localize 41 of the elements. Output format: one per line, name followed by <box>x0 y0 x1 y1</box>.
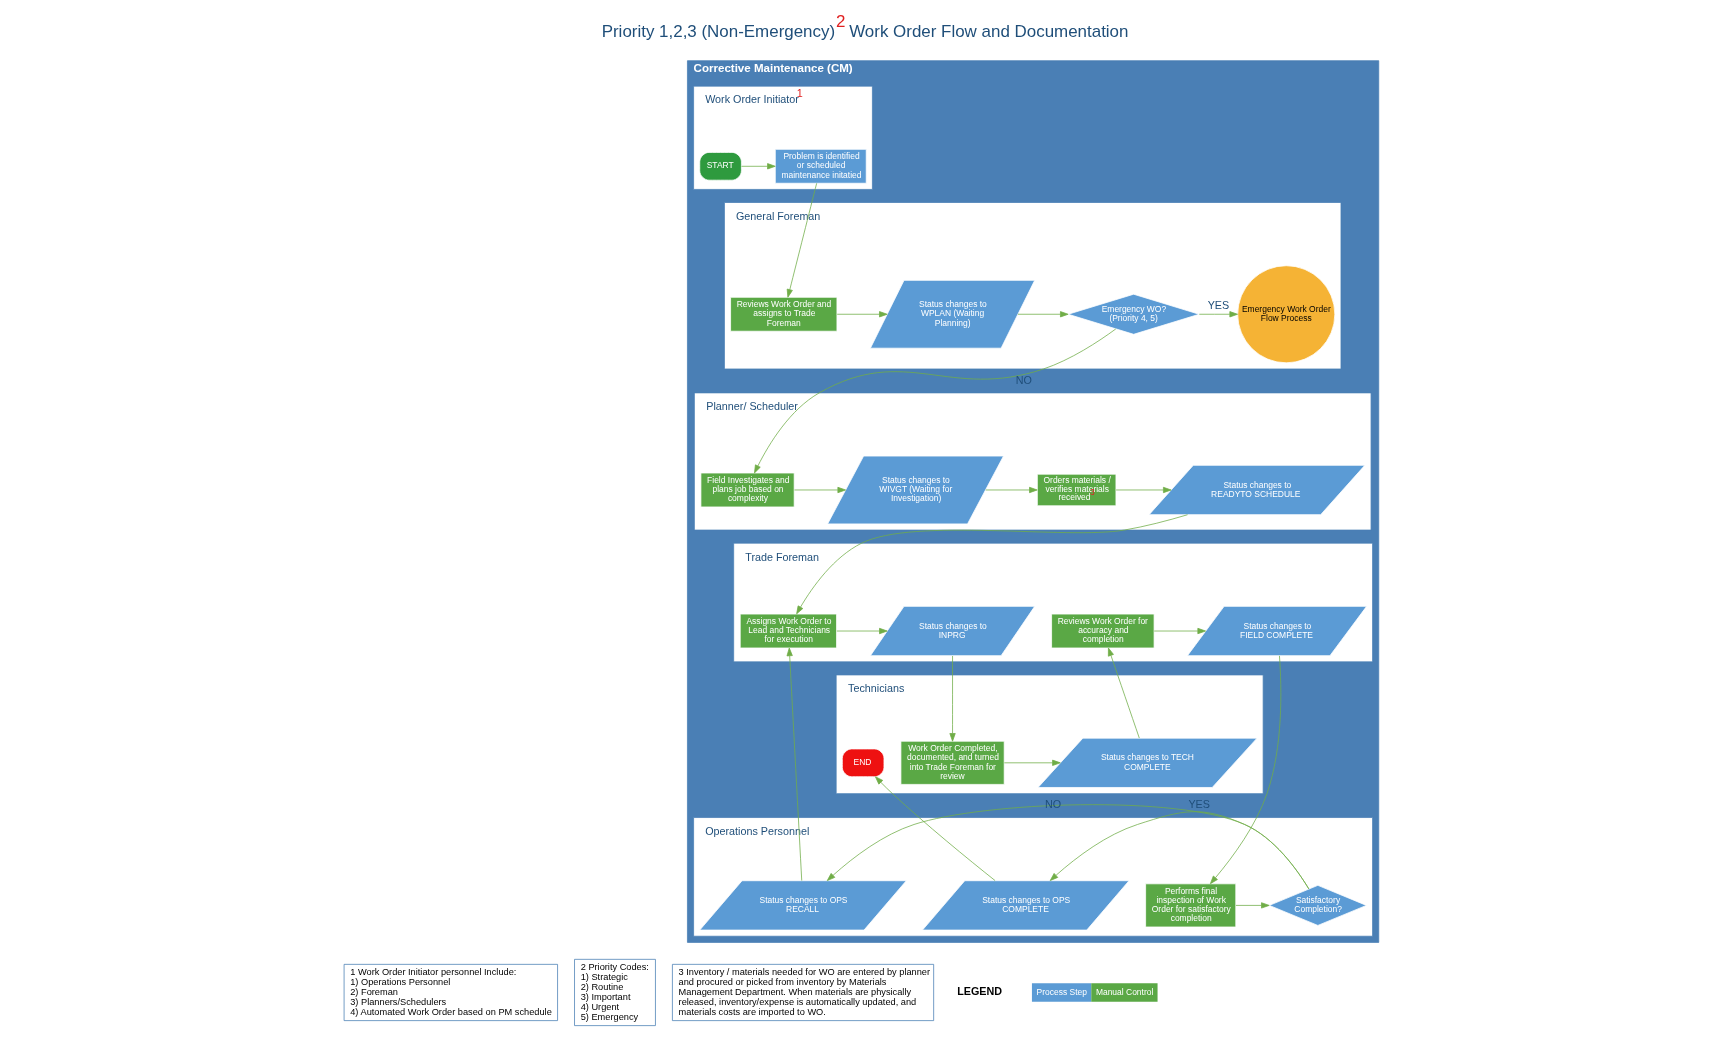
arrow <box>836 311 888 318</box>
arrow <box>874 776 995 881</box>
node-box: Field Investigates and plans job based on complexity <box>700 472 795 508</box>
node-circle: Emergency Work Order Flow Process <box>1236 265 1335 364</box>
node-diamond: Emergency WO? (Priority 4, 5) <box>1067 293 1200 335</box>
arrow <box>1209 655 1281 885</box>
node-box: 1 Work Order Initiator personnel Include: 1) Operations Personnel 2) Foreman 3) Planners/Schedulers 4) Automated Work Order based on PM schedule <box>343 963 558 1021</box>
legend-label: Manual Control <box>1095 986 1153 997</box>
arrow <box>948 655 956 742</box>
arrow <box>1003 759 1061 766</box>
arrow <box>835 627 888 635</box>
arrow <box>1153 627 1206 635</box>
node-box: Work Order Completed, documented, and turned into Trade Foreman for review <box>900 740 1005 785</box>
edge-label: YES <box>1187 798 1210 811</box>
node-box: Problem is identified or scheduled maintenance initatied <box>774 148 867 184</box>
arrow <box>753 328 1116 474</box>
arrow <box>795 514 1188 615</box>
node-box: END <box>841 748 884 778</box>
arrow <box>786 647 802 881</box>
edge-label: NO <box>1015 373 1032 386</box>
arrow <box>826 804 1309 890</box>
edge-label: YES <box>1207 299 1229 312</box>
legend-label: Process Step <box>1036 986 1087 997</box>
node-diamond: Satisfactory Completion? <box>1268 884 1367 926</box>
arrow <box>1198 311 1238 318</box>
arrow <box>1049 811 1309 890</box>
arrow <box>740 163 776 170</box>
node-box: Performs final inspection of Work Order for satisfactory completion <box>1144 883 1236 928</box>
arrow <box>793 486 846 494</box>
label: LEGEND <box>956 984 1002 997</box>
arrow <box>1115 486 1171 494</box>
arrow <box>1017 311 1069 318</box>
arrow <box>1235 902 1270 909</box>
node-box: Reviews Work Order for accuracy and completion <box>1050 613 1154 649</box>
node-box: Reviews Work Order and assigns to Trade Foreman <box>729 296 837 332</box>
arrow <box>1107 647 1140 739</box>
node-box: 3 Inventory / materials needed for WO are entered by planner and procured or picked from inventory by Materials Management Department. When materials are physically released, inventory/expense is automatically updated, and materials costs are imported to WO. <box>671 963 934 1021</box>
arrow <box>984 486 1038 494</box>
node-box: 2 Priority Codes: 1) Strategic 2) Routine 3) Important 4) Urgent 5) Emergency <box>573 958 656 1026</box>
node-box: Assigns Work Order to Lead and Technicians for execution <box>739 613 837 649</box>
node-box: START <box>698 152 742 181</box>
